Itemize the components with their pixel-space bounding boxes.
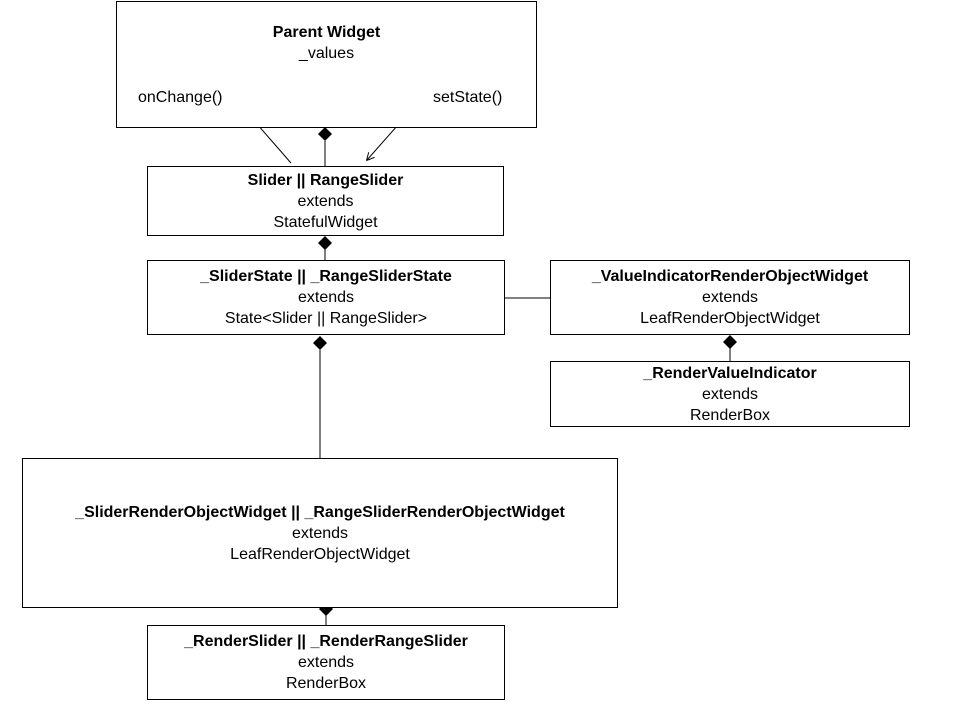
render-slider-base: RenderBox (285, 675, 367, 692)
value-indicator-widget-relation: extends (701, 289, 759, 306)
value-indicator-widget-base: LeafRenderObjectWidget (640, 310, 820, 327)
render-value-indicator-title: _RenderValueIndicator (643, 364, 817, 382)
render-object-widget-box: _SliderRenderObjectWidget || _RangeSlide… (22, 458, 618, 608)
render-slider-title: _RenderSlider || _RenderRangeSlider (184, 633, 468, 650)
slider-state-class-box: _SliderState || _RangeSliderState extend… (147, 260, 505, 335)
slider-class-base: StatefulWidget (273, 213, 378, 231)
render-value-indicator-box: _RenderValueIndicator extends RenderBox (550, 361, 910, 427)
slider-class-box: Slider || RangeSlider extends StatefulWi… (147, 166, 504, 236)
slider-state-relation: extends (297, 289, 355, 306)
render-slider-relation: extends (297, 654, 355, 671)
parent-widget-title: Parent Widget (272, 24, 381, 41)
render-object-widget-relation: extends (291, 524, 349, 542)
onchange-method-label: onChange() (138, 89, 223, 106)
render-value-indicator-base: RenderBox (689, 406, 771, 424)
value-indicator-widget-box: _ValueIndicatorRenderObjectWidget extend… (550, 260, 910, 335)
slider-class-title: Slider || RangeSlider (247, 171, 404, 189)
value-indicator-widget-title: _ValueIndicatorRenderObjectWidget (591, 268, 869, 285)
slider-state-title: _SliderState || _RangeSliderState (200, 268, 452, 285)
slider-class-relation: extends (297, 192, 354, 210)
render-value-indicator-relation: extends (701, 385, 759, 403)
slider-state-base: State<Slider || RangeSlider> (224, 310, 428, 327)
setstate-method-label: setState() (433, 89, 503, 106)
composition-diamond-parent (318, 127, 332, 141)
composition-diamond-indicator (723, 335, 737, 349)
parent-widget-field: _values (298, 45, 355, 62)
render-object-widget-title: _SliderRenderObjectWidget || _RangeSlide… (75, 503, 565, 521)
parent-widget-box: Parent Widget _values (116, 1, 537, 128)
render-object-widget-base: LeafRenderObjectWidget (230, 545, 410, 563)
render-slider-box: _RenderSlider || _RenderRangeSlider exte… (147, 625, 505, 700)
composition-diamond-state (313, 336, 327, 350)
composition-diamond-slider (318, 236, 332, 250)
